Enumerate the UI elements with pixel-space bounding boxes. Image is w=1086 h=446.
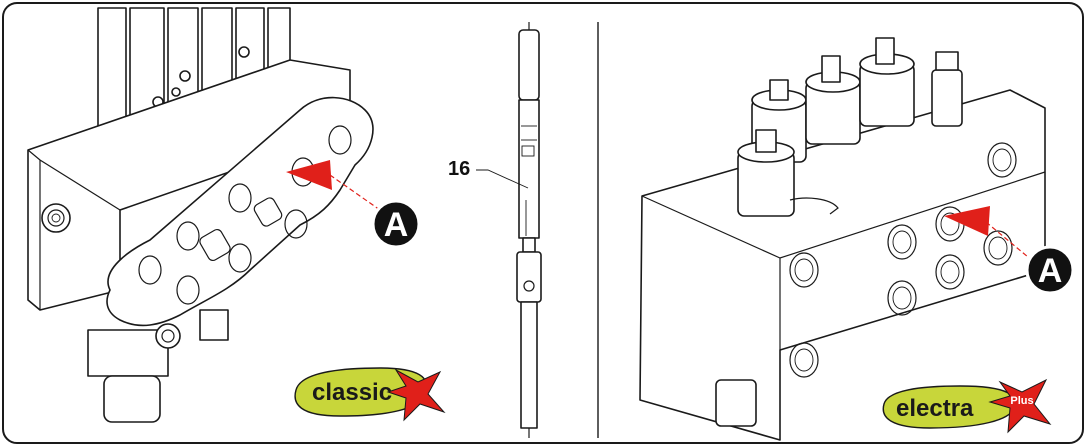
classic-valve-drawing <box>27 7 381 423</box>
electra-plus-logo: electra Plus <box>882 378 1052 434</box>
tool-rod-drawing <box>516 22 542 438</box>
electra-solenoids <box>737 37 963 217</box>
plus-badge-text: Plus <box>1010 395 1033 407</box>
valve-bottom-cartridges <box>87 309 229 423</box>
callout-a-left-label: A <box>384 206 409 244</box>
part-number-text: 16 <box>448 158 470 180</box>
red-arrow-left <box>286 160 332 190</box>
side-port <box>41 203 71 233</box>
electra-ports <box>789 142 1017 378</box>
electra-logo-text: electra <box>896 395 974 422</box>
callout-a-left: A <box>371 199 421 249</box>
red-arrow-right <box>944 206 990 236</box>
callout-a-right: A <box>1025 245 1075 295</box>
electra-connector <box>715 379 757 427</box>
classic-logo: classic <box>294 367 446 422</box>
electra-valve-drawing <box>639 37 1046 441</box>
callout-a-right-label: A <box>1038 252 1063 290</box>
classic-logo-text: classic <box>312 379 392 406</box>
part-label-16: 16 <box>448 158 529 189</box>
